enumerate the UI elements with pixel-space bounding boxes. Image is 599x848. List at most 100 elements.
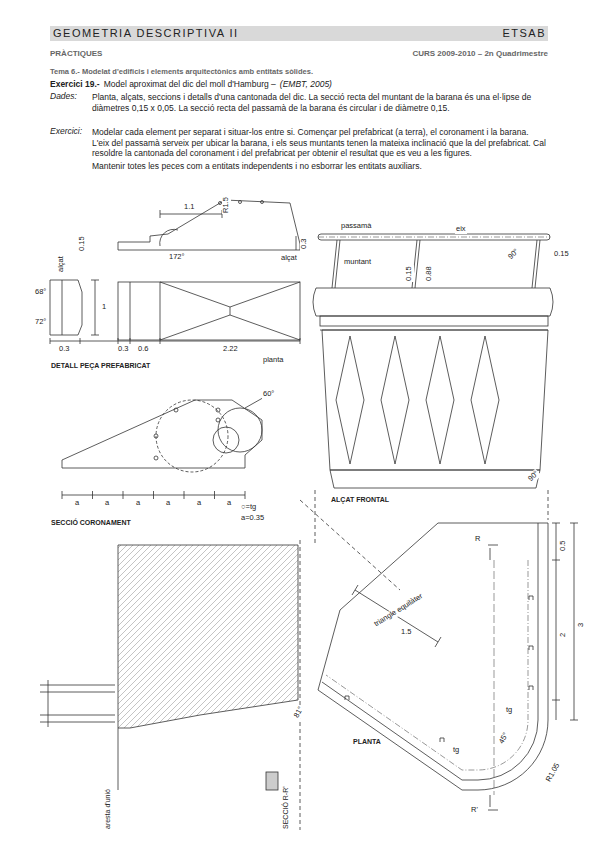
prefab-plan [118,338,119,344]
dimension-label: aresta d'unió [104,788,112,830]
dimension-label: ALÇAT FRONTAL [330,496,390,504]
prefab-elevation [118,200,300,250]
plan-view [318,523,548,790]
prefab-profile [50,280,82,335]
prefab-profile [91,280,99,281]
dimension-label: eix [455,225,467,234]
dimension-label: 90° [526,469,542,485]
dimension-label: planta [262,356,284,365]
dimension-label: 2.22 [222,345,239,354]
front-elevation [318,234,550,240]
dimension-label: PLANTA [352,738,382,746]
coronament-section [213,427,239,453]
exercise-note: Mantenir totes les peces com a entitats … [92,161,548,172]
front-elevation [318,237,550,238]
topic-title: Tema 6.- Modelat d'edificis i elements a… [50,68,313,77]
coronament-section [153,491,154,499]
coronament-section [184,491,185,499]
plan-view [322,523,538,780]
coronament-section [123,491,124,499]
front-elevation [336,336,499,464]
dimension-label: 172° [168,253,186,262]
coronament-section [62,491,63,499]
plan-view [40,500,578,830]
plan-view [352,585,441,647]
dimension-label: 3 [577,622,586,628]
dimension-label: SECCIÓ R-R' [282,785,290,830]
coronament-section [156,400,228,472]
plan-view [326,560,528,770]
coronament-section [92,491,93,499]
plan-view [300,500,400,590]
coronament-section [62,395,268,499]
dimension-label: 1 [101,303,107,312]
plan-view [118,545,298,728]
coronament-section [214,491,215,499]
prefab-elevation [160,229,178,246]
coronament-section [174,408,178,412]
dimension-label: muntant [343,258,372,267]
dimension-label: 1.1 [183,203,195,212]
prefab-profile [91,335,99,336]
dimension-label: 0.15 [405,265,414,282]
dimension-label: 1.5 [400,628,412,637]
prefab-plan [160,282,300,340]
prefab-plan [160,338,161,344]
exercise-text: Modelar cada element per separat i situa… [92,127,548,159]
dimension-label: 0.3 [117,345,129,354]
dimension-label: R' [470,806,479,815]
front-elevation [315,490,316,545]
dimension-label: ○=tg [240,503,257,512]
dimension-label: 68° [34,288,47,297]
dimension-label: 45° [497,730,511,746]
course-title: GEOMETRIA DESCRIPTIVA II [53,27,239,39]
front-elevation [313,288,553,316]
prefab-plan [50,341,300,342]
coronament-section [154,456,158,460]
coronament-section [154,434,158,438]
prefab-plan [130,282,131,340]
school-name: ETSAB [502,27,546,39]
prefab-elevation [261,201,264,204]
dimension-label: a [74,499,80,508]
prefab-profile [50,280,99,335]
course-year: CURS 2009-2010 – 2n Quadrimestre [412,49,548,58]
prefab-plan [130,338,131,344]
dimension-label: tg [452,746,460,755]
exercise-title: Model aproximat del dic del moll d'Hambu… [104,80,276,90]
front-elevation [332,240,540,288]
prefab-plan [50,282,300,344]
dimension-label: 90° [506,247,522,263]
plan-view [40,680,115,727]
prefab-plan [50,338,51,344]
exercise-source: (EMBT, 2005) [280,80,332,90]
dimension-label: 60° [262,390,275,399]
plan-view [300,540,301,830]
prefab-plan [118,282,300,340]
coronament-section [216,418,220,422]
prefab-plan [80,338,81,344]
dimension-label: DETALL PEÇA PREFABRICAT [50,362,151,370]
dimension-label: triangle equilàter [372,592,425,630]
coronament-section [216,408,220,412]
section-heading: PRÀCTIQUES [50,49,102,58]
prefab-plan [160,282,161,340]
plan-view [552,523,560,720]
dimension-label: a [135,499,141,508]
dimension-label: a [196,499,202,508]
dimension-label: a [165,499,171,508]
coronament-section [62,400,262,468]
exercise-heading: Exercici: [50,127,82,137]
prefab-elevation [160,210,161,218]
front-elevation [320,316,548,326]
dimension-label: 72° [34,318,47,327]
dimension-label: 0.3 [300,238,309,250]
dimension-label: R1.5 [222,196,231,214]
prefab-profile [62,280,63,335]
plan-view [494,560,495,795]
plan-view [345,596,533,742]
dimension-label: SECCIÓ CORONAMENT [50,519,132,527]
dimension-label: passamà [340,222,372,231]
plan-view [318,523,548,690]
